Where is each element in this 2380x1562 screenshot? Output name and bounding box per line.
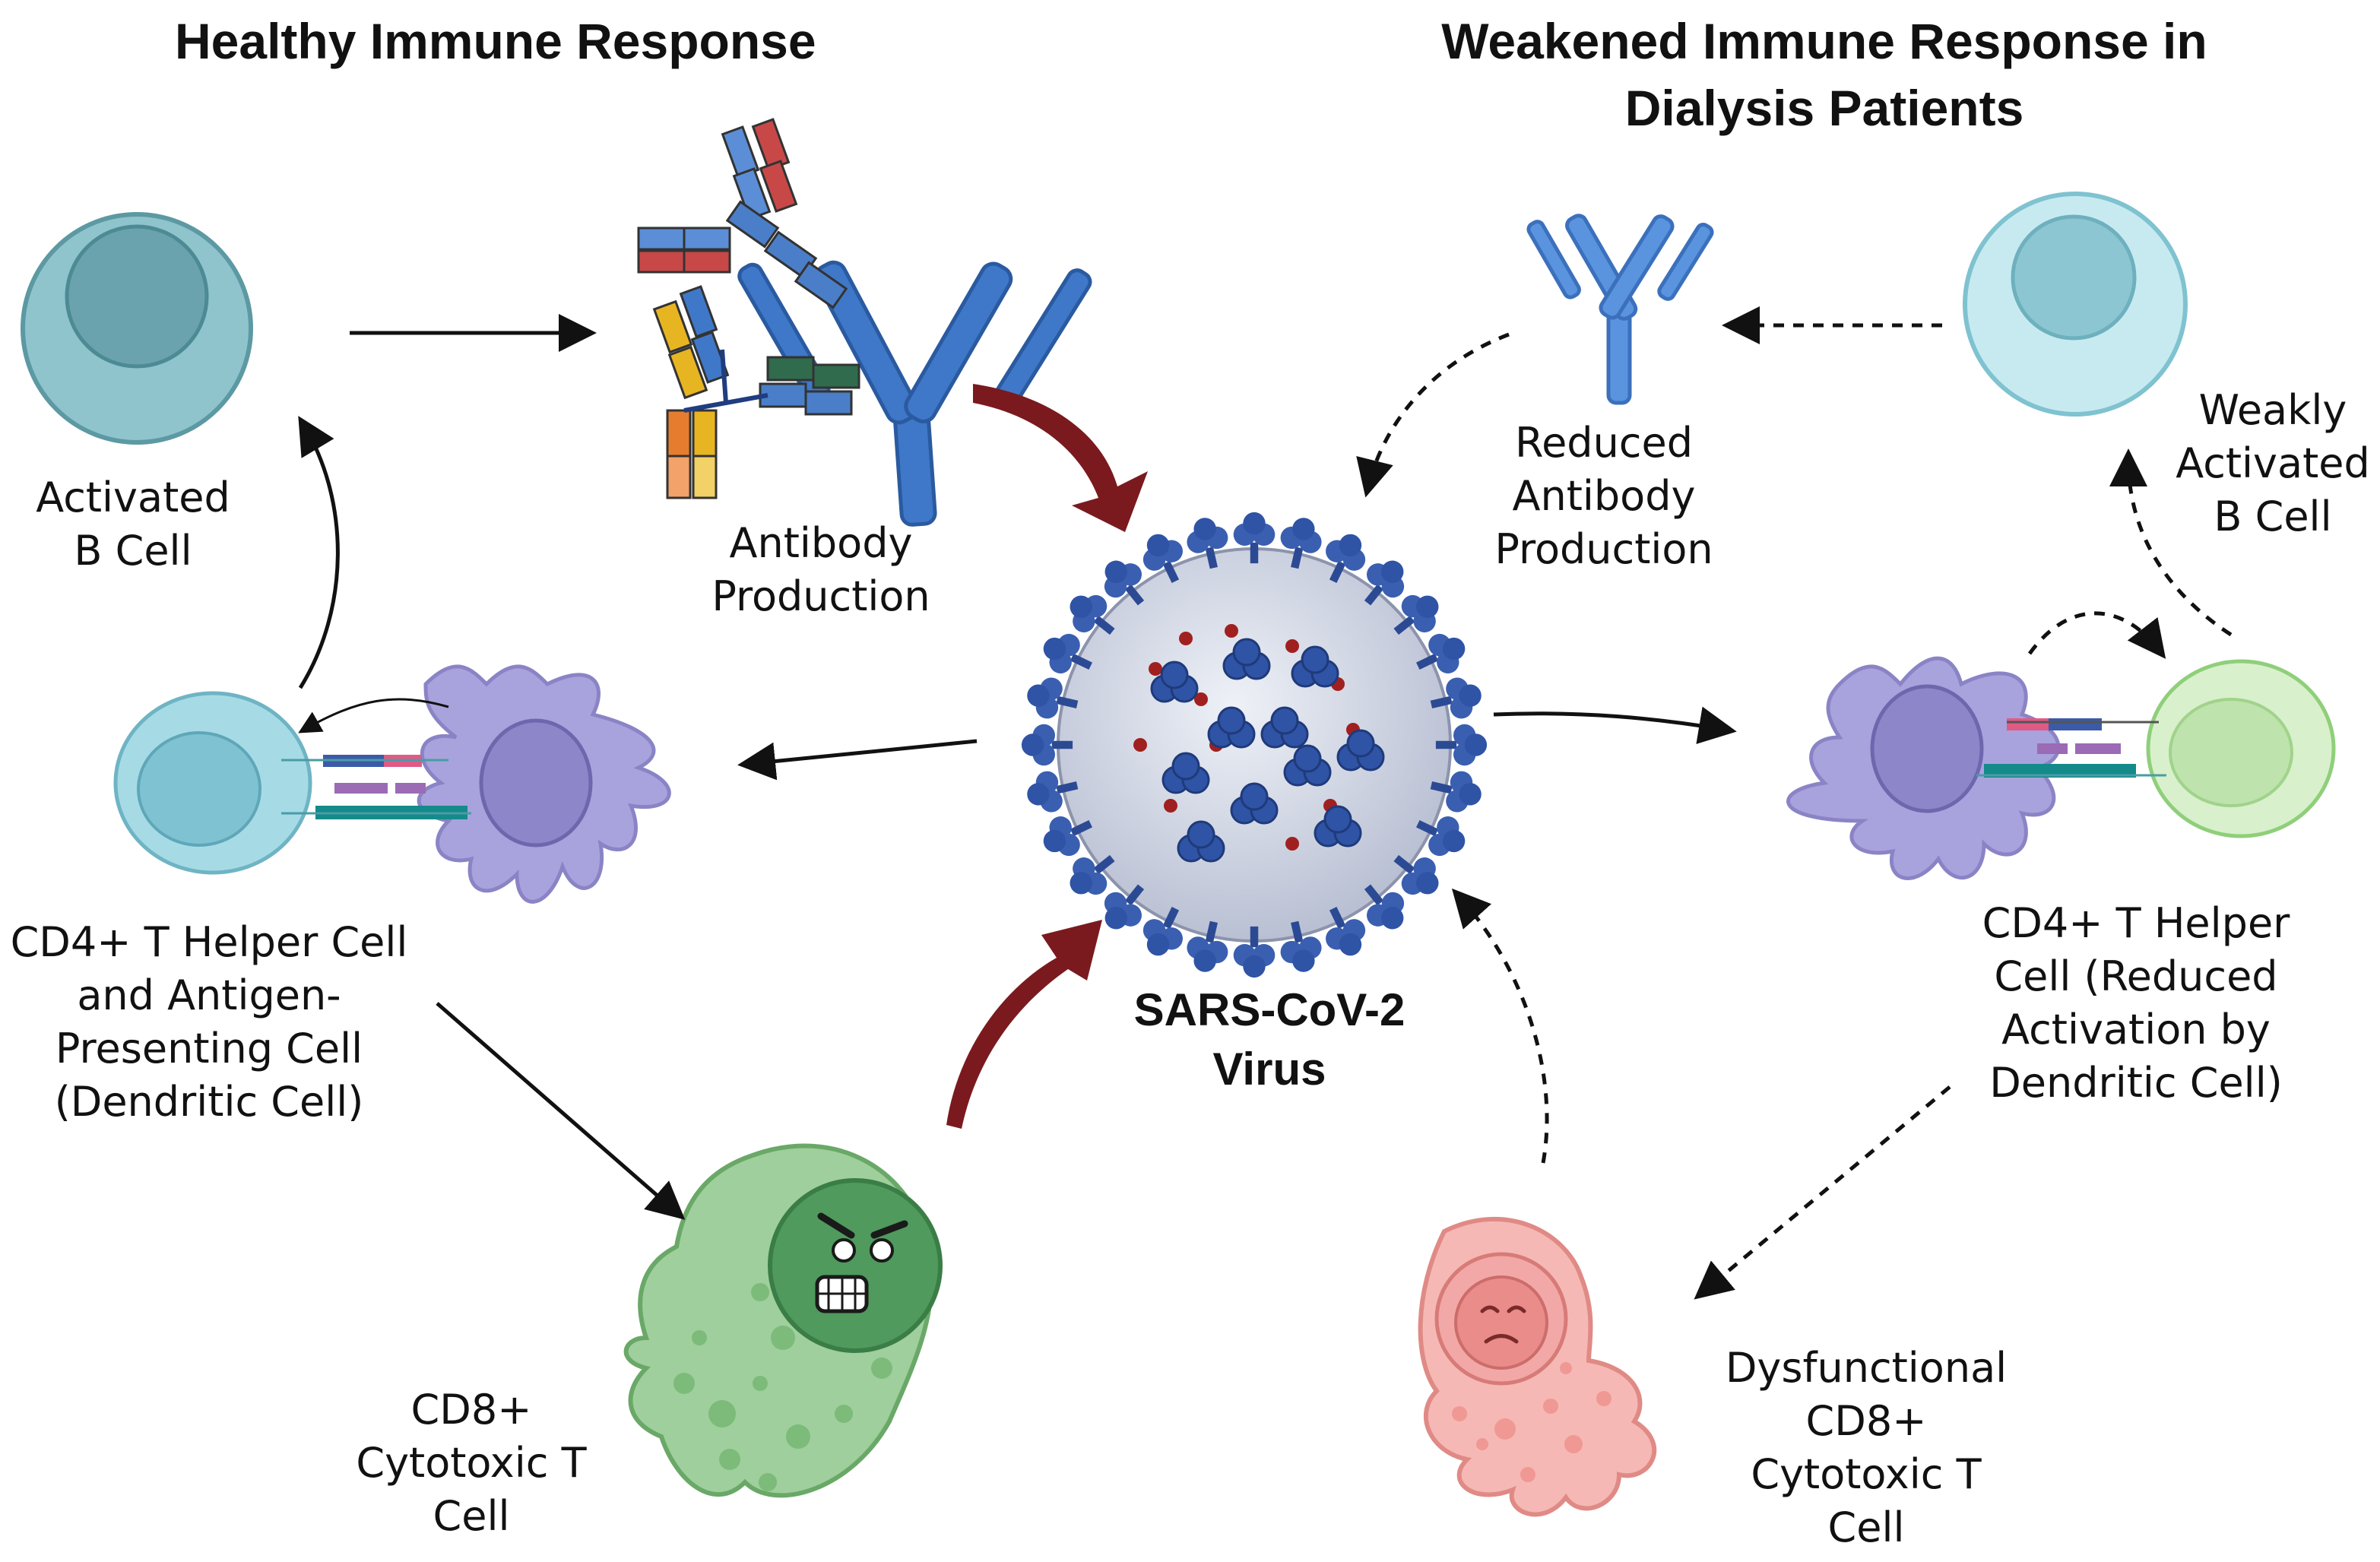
label-line: Activated [36,474,230,521]
title-weakened-line-1: Weakened Immune Response in [1441,13,2207,69]
arrow-virus-to-thelper [737,739,978,781]
label-line: Production [1494,525,1713,573]
label-line: CD8+ [1805,1397,1927,1445]
label-line: Presenting Cell [55,1025,363,1072]
label-line: CD8+ [410,1386,532,1434]
label-line: Activated [2176,439,2370,487]
cytotoxic-t-cell-icon [623,1143,943,1498]
virus-surface-spike [1260,706,1309,749]
label-line: SARS-CoV-2 [1133,984,1405,1035]
dysfunctional-cytotoxic-t-cell-icon [1418,1217,1657,1517]
red-arrow-cd8-to-virus [946,920,1102,1129]
label-line: Dysfunctional [1725,1344,2008,1392]
arrow-thelper-to-cd8 [436,1002,686,1220]
arrow-virus-to-dendritic-reduced [1493,706,1737,744]
label-cd8-dysfunctional: Dysfunctional CD8+ Cytotoxic T Cell [1695,1342,2037,1554]
label-line: (Dendritic Cell) [54,1078,364,1126]
arrow-dendritic-to-thelper [298,698,449,733]
label-line: CD4+ T Helper [1982,899,2290,947]
label-activated-b-cell: Activated B Cell [23,471,243,578]
label-line: Cytotoxic T [356,1439,587,1487]
label-weak-b-cell: Weakly Activated B Cell [2166,384,2379,543]
label-cd4-reduced: CD4+ T Helper Cell (Reduced Activation b… [1961,897,2311,1110]
virus-surface-spike [1222,638,1271,680]
label-line: Weakly [2198,386,2347,434]
receptor-complex-reduced-icon [1976,718,2166,778]
label-line: B Cell [74,527,192,575]
label-line: Reduced [1514,419,1693,467]
reduced-antibody-icon [1526,214,1714,405]
label-reduced-antibody: Reduced Antibody Production [1475,417,1733,576]
label-line: CD4+ T Helper Cell [10,918,408,966]
arrow-thelper-to-weak-bcell [2109,448,2233,637]
virus-surface-spike [1314,805,1362,848]
virus-surface-spike [1177,820,1225,863]
label-line: and Antigen- [77,971,341,1019]
arrow-thelper-reduced-to-cd8 [1694,1085,1951,1300]
weak-b-cell-icon [1963,192,2188,417]
arrow-thelper-to-bcell [298,416,340,689]
label-line: Cytotoxic T [1751,1450,1982,1498]
label-line: Cell (Reduced [1994,952,2278,1000]
arrow-cd8-reduced-to-virus [1451,888,1549,1164]
dendritic-cell-icon [417,664,671,904]
virus-icon [1021,512,1488,978]
virus-surface-spike [1207,706,1256,749]
label-line: Antibody [729,519,913,567]
virus-surface-spike [1291,645,1339,688]
label-line: B Cell [2214,493,2332,540]
virus-surface-spike [1161,752,1210,794]
virus-surface-spike [1336,729,1385,771]
red-arrows [946,384,1148,1129]
activated-b-cell-icon [21,212,253,445]
label-line: Production [711,572,930,620]
receptor-complex-icon [281,755,471,819]
virus-surface-spike [1230,782,1279,825]
red-arrow-antibody-to-virus [973,384,1148,532]
antibody-cluster-icon [637,118,1092,527]
label-virus: SARS-CoV-2 Virus [1110,981,1429,1099]
label-line: Activation by [2001,1006,2271,1053]
t-helper-cell-icon [113,691,312,875]
label-cd8-healthy: CD8+ Cytotoxic T Cell [342,1383,601,1543]
label-line: Dendritic Cell) [1989,1059,2283,1107]
virus-surface-spike [1283,744,1332,787]
title-weakened-line-2: Dialysis Patients [1624,80,2024,136]
t-helper-reduced-icon [2146,659,2336,838]
dendritic-cell-reduced-icon [1786,656,2061,880]
title-weakened: Weakened Immune Response in Dialysis Pat… [1406,8,2242,141]
virus-surface-spike [1150,661,1199,703]
arrow-dendritic-to-thelper-reduced [2027,611,2166,659]
title-healthy: Healthy Immune Response [175,13,816,69]
label-line: Virus [1212,1044,1326,1095]
label-line: Antibody [1512,472,1696,520]
arrows [298,306,2233,1300]
label-line: Cell [1827,1503,1905,1551]
label-line: Cell [433,1492,510,1540]
label-antibody-production: Antibody Production [699,517,943,623]
label-cd4-healthy: CD4+ T Helper Cell and Antigen- Presenti… [0,916,418,1129]
